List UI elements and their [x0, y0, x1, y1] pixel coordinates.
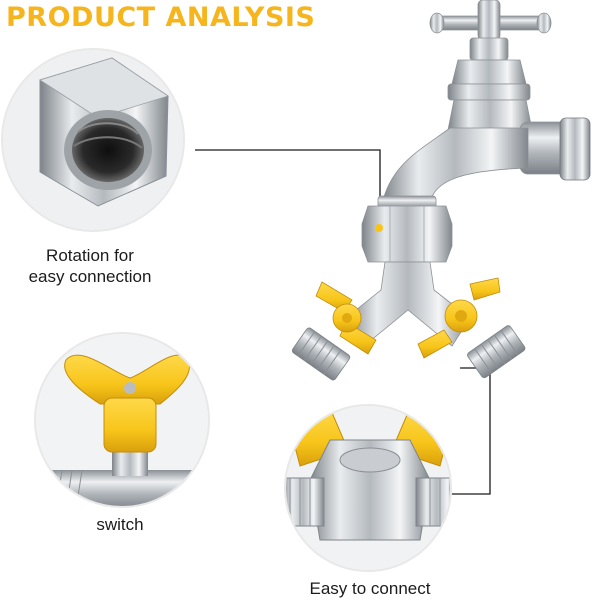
valve-handle-right-icon — [417, 277, 501, 359]
callout-line-rotation — [195, 149, 381, 215]
y-splitter-icon — [291, 261, 526, 381]
tap-icon — [377, 0, 591, 211]
caption-rotation-line-2: easy connection — [28, 267, 152, 286]
detail-y-connector-icon — [284, 404, 452, 572]
detail-hex-nut-icon — [1, 48, 185, 232]
detail-valve-switch-icon — [34, 332, 210, 508]
caption-easy-connect: Easy to connect — [309, 579, 431, 598]
valve-handle-left-icon — [315, 281, 377, 355]
caption-switch: switch — [96, 515, 144, 534]
caption-rotation-line-1: Rotation for — [46, 246, 134, 265]
caption-rotation: Rotation for easy connection — [0, 245, 180, 287]
hex-nut-icon — [361, 205, 453, 263]
callout-line-easy-connect — [452, 367, 491, 495]
page-title: PRODUCT ANALYSIS — [6, 2, 316, 33]
